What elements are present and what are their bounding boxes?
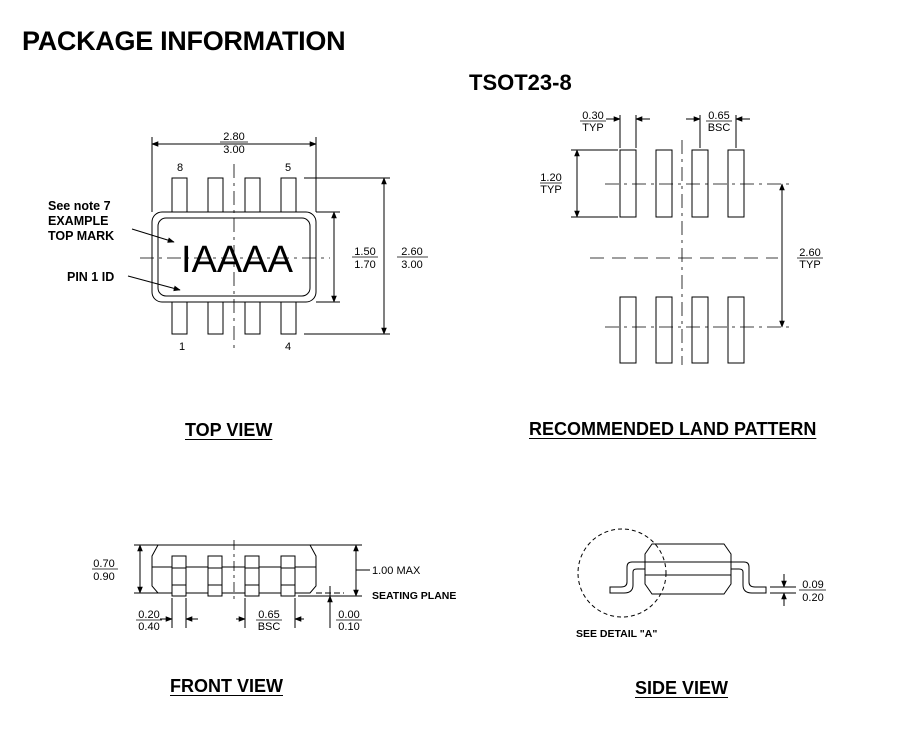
span-sub: TYP xyxy=(799,259,820,271)
land-pattern-text: 0.30 TYP 0.65 BSC 1.20 TYP 2.60 TYP xyxy=(540,110,820,271)
standoff-max: 0.10 xyxy=(338,621,359,633)
top-view-text: 2.80 3.00 8 5 1 4 1.50 1.70 2.60 3.00 Se… xyxy=(48,131,423,353)
seating-plane-label: SEATING PLANE xyxy=(372,590,456,602)
top-view xyxy=(127,137,428,350)
front-view xyxy=(92,540,370,628)
page-title: PACKAGE INFORMATION xyxy=(22,26,346,56)
total-height-min: 2.60 xyxy=(401,246,422,258)
standoff-min: 0.00 xyxy=(338,609,359,621)
land-pattern xyxy=(540,115,823,365)
top-view-label: TOP VIEW xyxy=(185,420,273,440)
front-height-max: 0.90 xyxy=(93,571,114,583)
front-height-min: 0.70 xyxy=(93,558,114,570)
pin-1-label: 1 xyxy=(179,341,185,353)
lead-width-max: 0.40 xyxy=(138,621,159,633)
pin1-id-label: PIN 1 ID xyxy=(67,270,114,284)
see-detail-label: SEE DETAIL "A" xyxy=(576,628,657,640)
pitch-sub: BSC xyxy=(708,122,731,134)
front-view-label: FRONT VIEW xyxy=(170,676,283,696)
side-view xyxy=(577,528,826,618)
package-name: TSOT23-8 xyxy=(469,70,572,95)
example-label: EXAMPLE xyxy=(48,214,108,228)
top-width-max: 3.00 xyxy=(223,144,244,156)
pad-length-sub: TYP xyxy=(540,184,561,196)
pad-length-value: 1.20 xyxy=(540,172,561,184)
pad-width-value: 0.30 xyxy=(582,110,603,122)
body-height-max: 1.70 xyxy=(354,259,375,271)
front-view-text: 0.70 0.90 1.00 MAX SEATING PLANE 0.20 0.… xyxy=(93,558,456,633)
pin-4-label: 4 xyxy=(285,341,291,353)
side-view-label: SIDE VIEW xyxy=(635,678,729,698)
top-mark-text: IAAAA xyxy=(181,239,294,281)
thickness-max: 0.20 xyxy=(802,592,823,604)
total-height-max: 3.00 xyxy=(401,259,422,271)
max-height-label: 1.00 MAX xyxy=(372,565,421,577)
side-view-text: 0.09 0.20 SEE DETAIL "A" xyxy=(576,579,824,640)
front-pitch-sub: BSC xyxy=(258,621,281,633)
lead-width-min: 0.20 xyxy=(138,609,159,621)
thickness-min: 0.09 xyxy=(802,579,823,591)
land-pattern-label: RECOMMENDED LAND PATTERN xyxy=(529,419,817,439)
pin-5-label: 5 xyxy=(285,162,291,174)
body-height-min: 1.50 xyxy=(354,246,375,258)
span-value: 2.60 xyxy=(799,247,820,259)
front-pitch-value: 0.65 xyxy=(258,609,279,621)
pad-width-sub: TYP xyxy=(582,122,603,134)
top-mark-label: TOP MARK xyxy=(48,229,114,243)
note-7-label: See note 7 xyxy=(48,199,111,213)
top-width-min: 2.80 xyxy=(223,131,244,143)
pitch-value: 0.65 xyxy=(708,110,729,122)
pin-8-label: 8 xyxy=(177,162,183,174)
